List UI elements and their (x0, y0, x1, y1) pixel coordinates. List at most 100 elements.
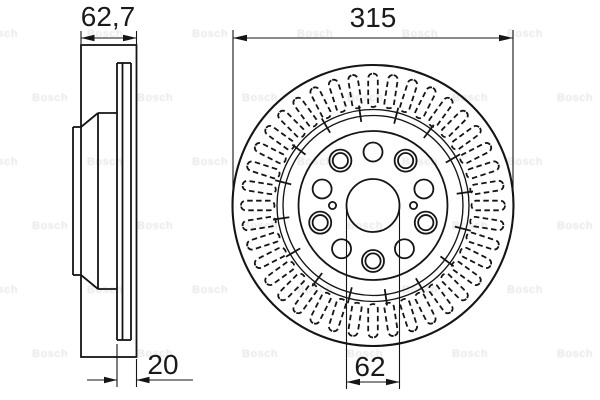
pin-hole (408, 200, 418, 210)
vent-slot (383, 301, 399, 337)
vane-tick (272, 216, 290, 221)
small-hole (394, 238, 415, 260)
vent-slot (459, 142, 493, 165)
arrowhead-left-icon (136, 376, 150, 384)
vane-tick (393, 107, 400, 124)
dim-label-disc-thickness: 20 (147, 349, 178, 380)
vent-slot (347, 301, 363, 337)
vane-band-outer-circle (276, 108, 470, 303)
hub-holes (308, 141, 438, 273)
vent-slot (309, 86, 332, 120)
friction-ring-inner-circle (297, 130, 449, 281)
vent-slot (459, 246, 493, 269)
vent-slot (264, 125, 296, 151)
lug-hole-outer (361, 249, 385, 273)
vent-slot (264, 260, 296, 286)
dimension-center-bore: 62 (345, 206, 401, 389)
vent-slot (253, 142, 287, 165)
dimension-overall-height: 62,7 (80, 1, 138, 44)
dim-label-outer-diameter: 315 (350, 2, 397, 33)
vane-tick (346, 287, 353, 304)
vent-slot (450, 260, 482, 286)
front-view (231, 63, 515, 348)
vane-tick (320, 118, 331, 134)
vane-tick (415, 277, 426, 293)
vent-slot (367, 303, 379, 339)
vent-slot (428, 96, 454, 128)
vent-slot (246, 160, 281, 180)
lug-hole-outer (413, 210, 438, 235)
arrowhead-left-icon (233, 34, 247, 42)
vent-slot (399, 298, 419, 333)
dimension-outer-diameter: 315 (232, 2, 514, 203)
small-hole (362, 141, 384, 163)
vane-tick (423, 124, 435, 139)
vent-slot (440, 109, 469, 139)
hat-bottom-cone (80, 274, 99, 290)
vane-tick (358, 105, 363, 122)
lug-hole-inner (397, 152, 415, 170)
dim-label-overall-height: 62,7 (81, 1, 136, 32)
vent-slot (241, 179, 277, 196)
vent-slot (253, 246, 287, 269)
vent-slot (465, 231, 500, 251)
dimension-disc-thickness: 20 (87, 344, 193, 387)
vane-tick (291, 143, 307, 156)
outer-edge-circle (231, 63, 515, 348)
hat-top-cone (80, 112, 99, 128)
vane-tick (439, 255, 455, 268)
side-view-cross-section (72, 44, 138, 358)
vent-slot (277, 272, 306, 302)
vent-slot (327, 78, 347, 113)
vent-slot (450, 125, 482, 151)
arrowhead-left-icon (346, 378, 360, 386)
vent-slot-ring (240, 72, 506, 339)
vane-tick (311, 272, 323, 287)
lug-hole-outer (393, 148, 418, 173)
vane-tick (274, 179, 292, 186)
vent-slot (367, 72, 379, 108)
vent-slot (414, 86, 437, 120)
arrowhead-right-icon (386, 378, 400, 386)
vent-slot (292, 96, 318, 128)
vent-slot (241, 215, 277, 232)
small-hole (331, 238, 352, 260)
disc-side-outline (80, 44, 138, 358)
vent-slot (469, 215, 505, 232)
vent-slot (309, 291, 332, 325)
pin-hole (327, 200, 337, 210)
lug-hole-inner (311, 214, 329, 232)
lug-hole-outer (308, 210, 333, 235)
vane-tick (383, 289, 388, 306)
lug-hole-outer (328, 148, 353, 173)
vent-slot (292, 283, 318, 315)
vent-slot (399, 78, 419, 113)
dimensions: 62,7 315 20 (80, 1, 514, 389)
vent-slot (428, 283, 454, 315)
lug-hole-inner (364, 252, 382, 270)
arrowhead-left-icon (81, 34, 95, 42)
vent-slot (240, 199, 276, 212)
arrowhead-right-icon (123, 34, 137, 42)
dim-label-center-bore: 62 (354, 351, 385, 382)
vent-slot (470, 199, 506, 212)
vane-band-inner-circle (282, 114, 464, 297)
center-bore-circle (345, 178, 401, 233)
small-hole (413, 178, 435, 200)
lug-hole-inner (417, 214, 435, 232)
vane-tick (285, 247, 301, 258)
arrowhead-right-icon (499, 34, 513, 42)
vent-slot (246, 231, 281, 251)
vent-slot (277, 109, 306, 139)
small-hole (311, 178, 333, 200)
vent-slot (440, 272, 469, 302)
vent-slot (347, 74, 363, 110)
vane-tick (456, 190, 474, 195)
vane-tick-marks (272, 105, 474, 306)
vane-tick (445, 153, 461, 164)
vent-slot (465, 160, 500, 180)
vane-tick (454, 225, 472, 232)
vent-slot (414, 291, 437, 325)
